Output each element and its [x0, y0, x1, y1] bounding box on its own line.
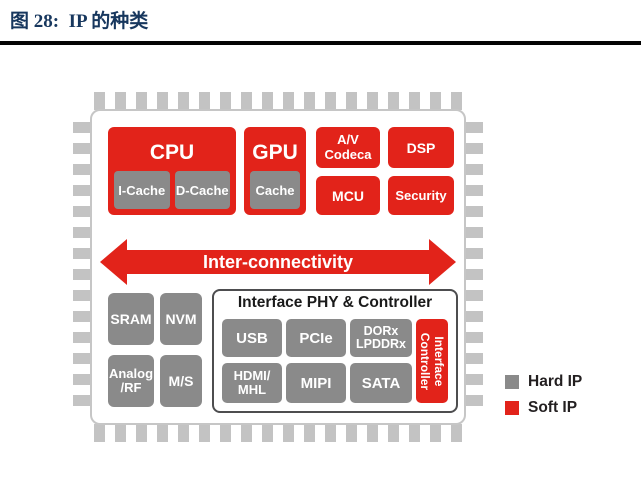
dcache-block: D-Cache: [174, 171, 230, 209]
arrow-left-head-icon: [100, 239, 127, 285]
av-codec-block: A/V Codeca: [316, 127, 380, 168]
gpu-cache-row: Cache: [250, 171, 300, 209]
interface-phy-title: Interface PHY & Controller: [237, 294, 433, 311]
figure-caption: 图 28: IP 的种类: [10, 11, 149, 32]
chip-pins-bottom: [94, 424, 462, 442]
dsp-block: DSP: [388, 127, 454, 168]
security-block: Security: [388, 176, 454, 215]
soft-ip-label: Soft IP: [528, 399, 578, 416]
chip-pins-top: [94, 92, 462, 110]
interconnect-arrow: Inter-connectivity: [100, 239, 456, 285]
cpu-block: CPU I-Cache D-Cache: [108, 127, 236, 215]
legend-row-soft-ip: Soft IP: [505, 399, 582, 417]
interface-controller-block: Interface Controller: [416, 319, 448, 403]
legend-row-hard-ip: Hard IP: [505, 373, 582, 391]
interface-controller-rotated-wrap: Interface Controller: [416, 319, 448, 403]
soc-chip-diagram: CPU I-Cache D-Cache GPU Cache A/V Codeca…: [73, 92, 483, 442]
chip-pins-left: [73, 122, 91, 412]
analog-rf-block: Analog /RF: [108, 355, 154, 407]
gpu-block: GPU Cache: [244, 127, 306, 215]
ms-block: M/S: [160, 355, 202, 407]
mcu-block: MCU: [316, 176, 380, 215]
arrow-shaft: [124, 250, 432, 274]
cpu-cache-row: I-Cache D-Cache: [114, 171, 230, 209]
hard-ip-swatch-icon: [505, 375, 519, 389]
interface-controller-label: Interface Controller: [418, 332, 447, 390]
pcie-block: PCIe: [286, 319, 346, 357]
soft-ip-swatch-icon: [505, 401, 519, 415]
hard-ip-label: Hard IP: [528, 373, 583, 390]
sram-block: SRAM: [108, 293, 154, 345]
hdmi-mhl-block: HDMI/ MHL: [222, 363, 282, 403]
chip-body: CPU I-Cache D-Cache GPU Cache A/V Codeca…: [90, 109, 466, 425]
caption-divider: [0, 41, 641, 45]
nvm-block: NVM: [160, 293, 202, 345]
interconnect-label: Inter-connectivity: [202, 251, 354, 272]
icache-block: I-Cache: [114, 171, 170, 209]
gpu-label: GPU: [252, 141, 298, 164]
ddr-block: DORx LPDDRx: [350, 319, 412, 357]
legend: Hard IP Soft IP: [505, 373, 582, 425]
chip-pins-right: [465, 122, 483, 412]
gpu-cache-block: Cache: [250, 171, 300, 209]
arrow-right-head-icon: [429, 239, 456, 285]
interface-phy-box: Interface PHY & Controller USB PCIe DORx…: [212, 289, 458, 413]
sata-block: SATA: [350, 363, 412, 403]
usb-block: USB: [222, 319, 282, 357]
cpu-label: CPU: [149, 141, 195, 164]
mipi-block: MIPI: [286, 363, 346, 403]
